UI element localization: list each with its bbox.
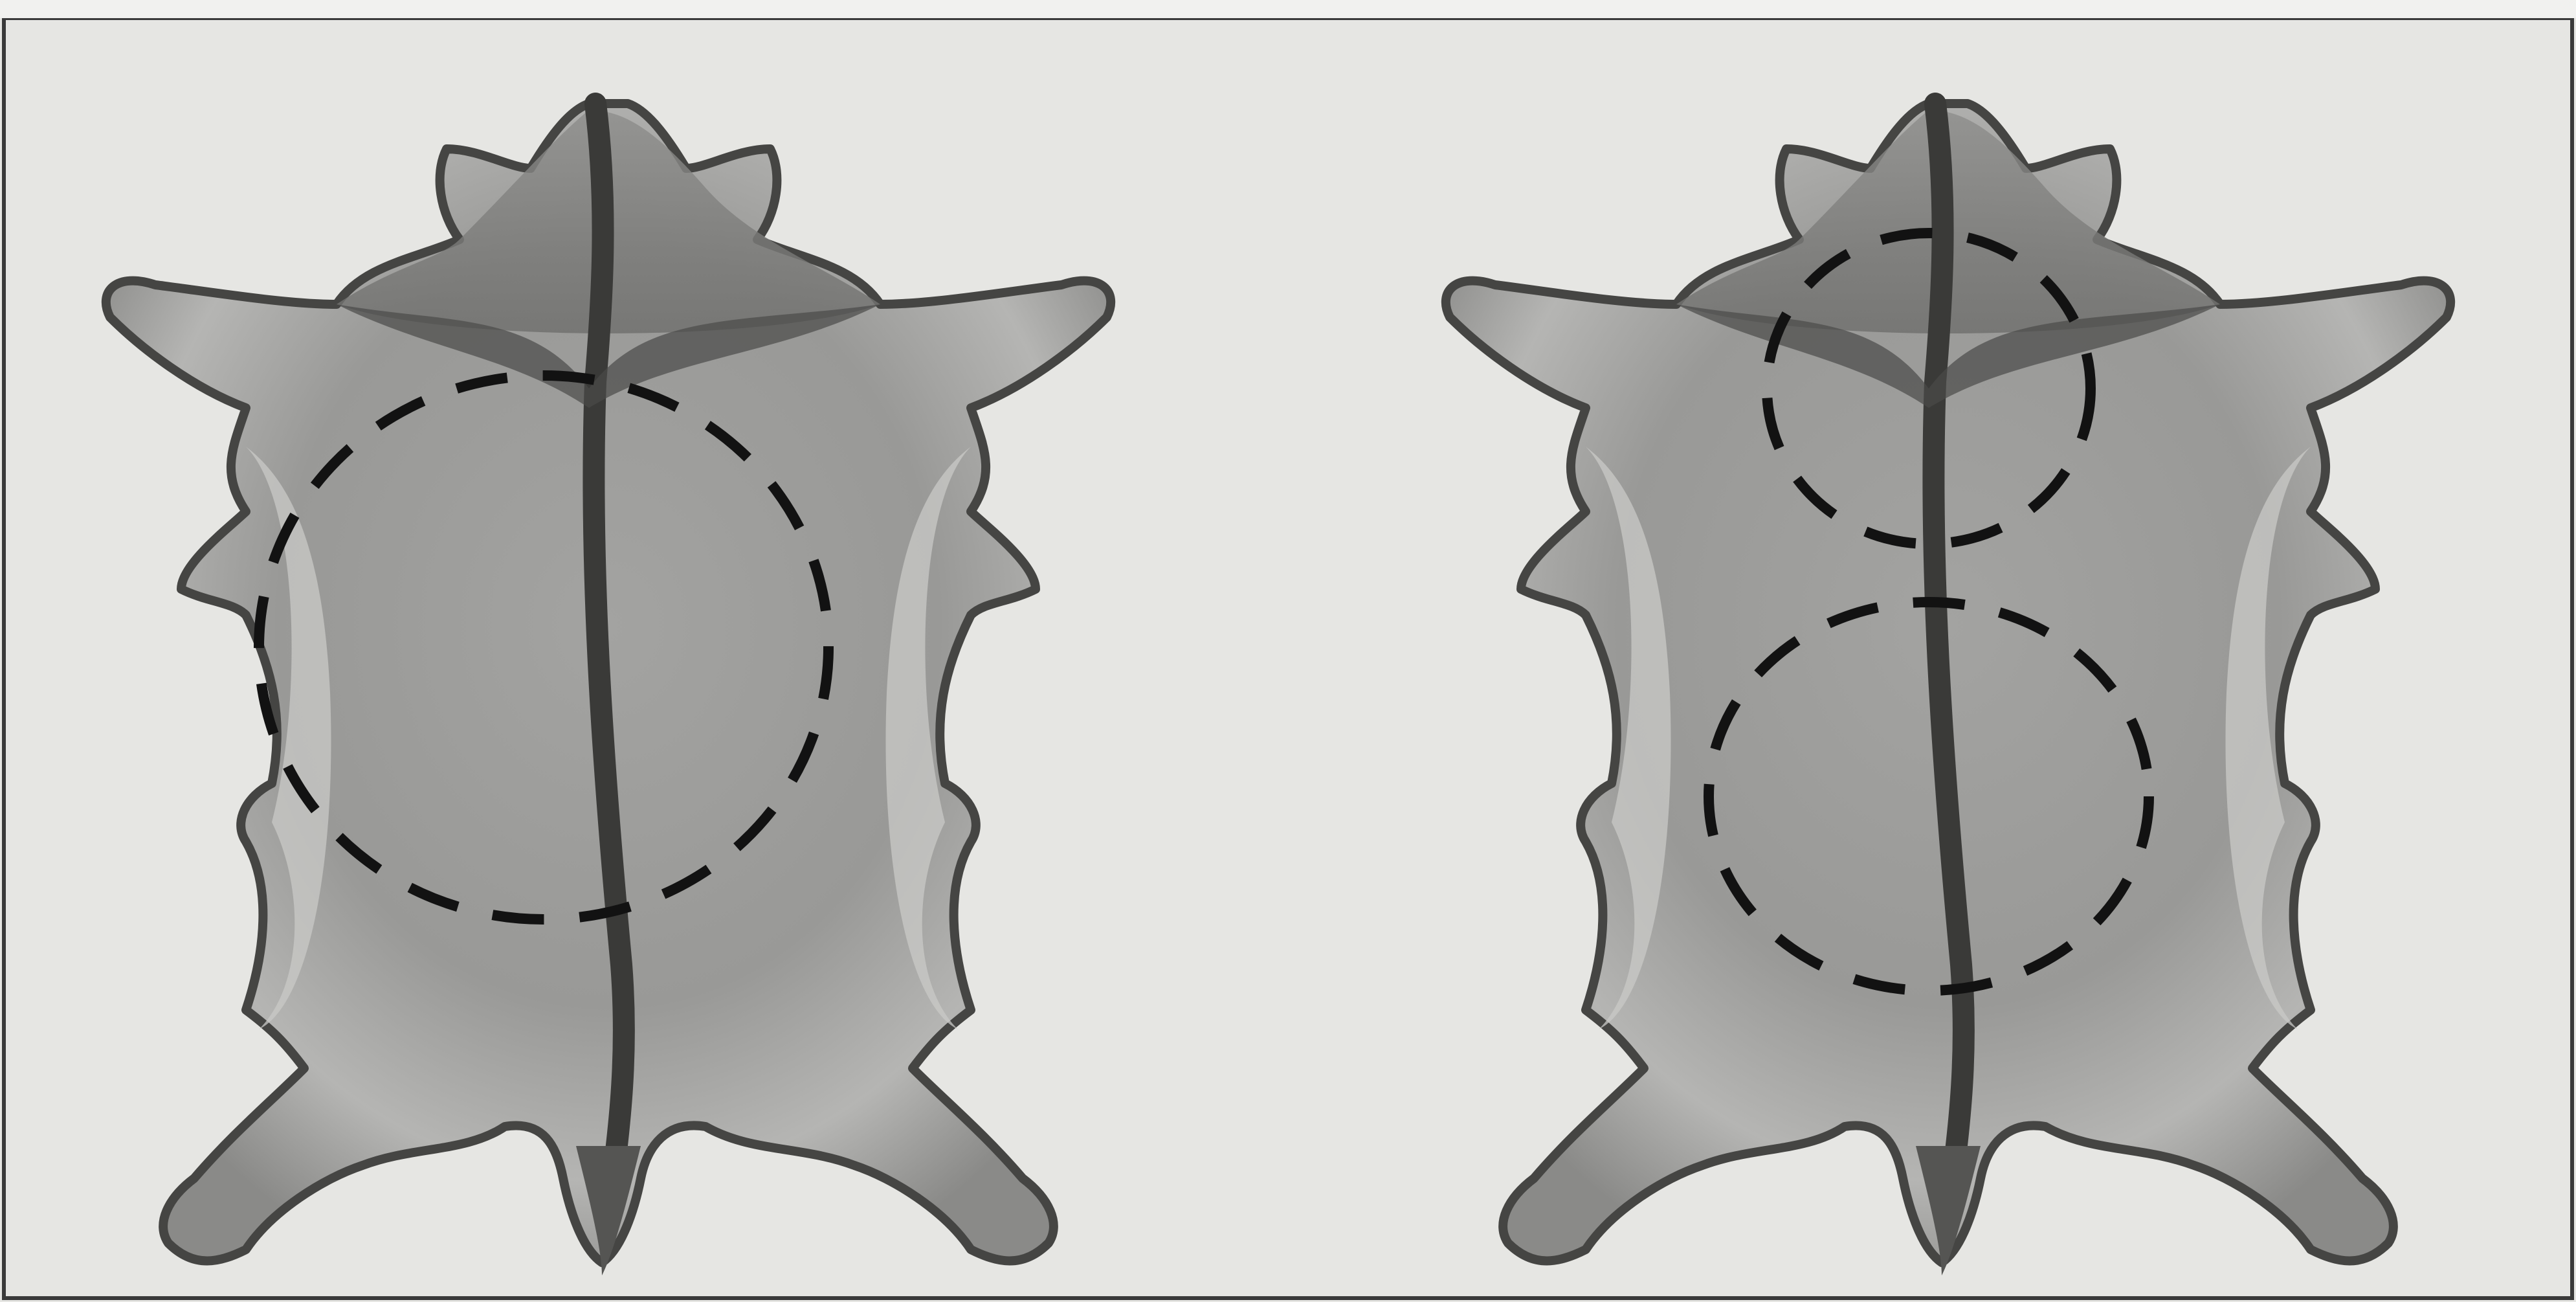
figure-frame: [0, 0, 2576, 1302]
hide-diagram: [0, 0, 2576, 1302]
